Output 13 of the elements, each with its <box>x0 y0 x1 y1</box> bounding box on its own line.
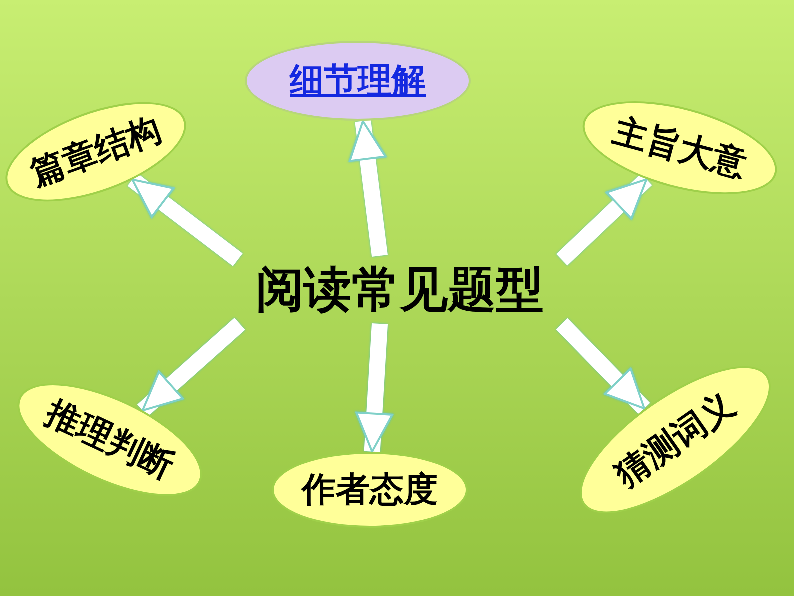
arrow <box>348 120 388 257</box>
arrow <box>356 324 394 453</box>
node-label: 猜测词义 <box>606 384 744 498</box>
node-label: 篇章结构 <box>24 108 168 196</box>
node-label: 推理判断 <box>38 392 182 489</box>
link: 细节理解 <box>290 61 426 101</box>
arrow <box>556 318 650 414</box>
central-topic: 阅读常见题型 <box>256 261 544 320</box>
arrow <box>128 173 243 266</box>
arrow <box>556 174 652 266</box>
node-label: 主旨大意 <box>608 110 752 187</box>
arrow <box>137 318 246 417</box>
node-label: 作者态度 <box>302 469 438 512</box>
